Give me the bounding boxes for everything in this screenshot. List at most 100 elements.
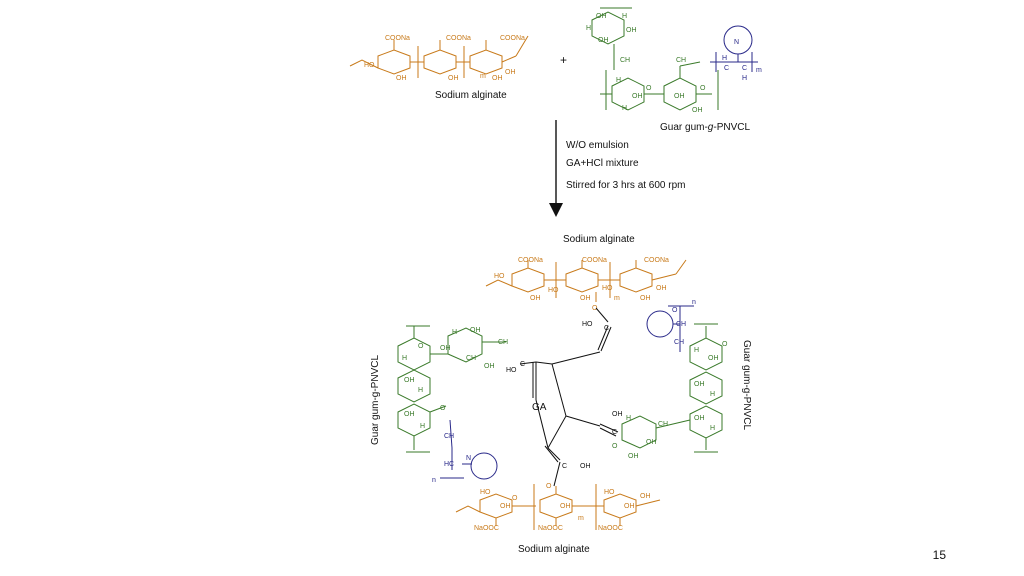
atom-label: OH — [632, 93, 643, 100]
product-alginate-top-structure — [485, 259, 687, 302]
atom-label: C — [604, 325, 609, 332]
atom-label: OH — [598, 37, 609, 44]
atom-label: OH — [580, 463, 591, 470]
atom-label: OH — [530, 295, 541, 302]
atom-label: HO — [494, 273, 505, 280]
atom-label: HO — [480, 489, 491, 496]
condition-line-3: Stirred for 3 hrs at 600 rpm — [566, 180, 686, 191]
reactant-guar-structure — [591, 7, 719, 111]
atom-label: m — [578, 515, 584, 522]
atom-label: NaOOC — [538, 525, 563, 532]
atom-label: HC — [444, 461, 454, 468]
atom-label: OH — [396, 75, 407, 82]
atom-label: C — [724, 65, 729, 72]
atom-label: OH — [694, 381, 705, 388]
atom-label: m — [756, 67, 762, 74]
atom-label: N — [734, 39, 739, 46]
atom-label: C — [612, 429, 617, 436]
atom-label: OH — [640, 493, 651, 500]
crosslinker-ga-atoms: HO C HO C OH C C OH — [506, 321, 623, 470]
atom-label: O — [646, 85, 652, 92]
condition-line-2: GA+HCl mixture — [566, 158, 639, 169]
slide-page-number: 15 — [932, 548, 946, 562]
atom-label: HO — [364, 62, 375, 69]
atom-label: OH — [440, 345, 451, 352]
atom-label: C — [520, 361, 525, 368]
atom-label: H — [742, 75, 747, 82]
product-pnvcl-left-structure — [440, 419, 498, 480]
atom-label: HO — [604, 489, 615, 496]
product-guar-left-atoms: OH H CH OH CH OH O H OH H OH H O CH HC N… — [402, 327, 508, 484]
atom-label: OH — [580, 295, 591, 302]
reactant-guar-atoms: OH H H OH OH CH CH H OH OH O O H OH N H … — [586, 13, 762, 114]
atom-label: O — [672, 307, 678, 314]
atom-label: O — [592, 305, 598, 312]
atom-label: H — [710, 425, 715, 432]
atom-label: H — [402, 355, 407, 362]
atom-label: NaOOC — [598, 525, 623, 532]
atom-label: CH — [498, 339, 508, 346]
atom-label: COONa — [582, 257, 607, 264]
atom-label: O — [546, 483, 552, 490]
atom-label: COONa — [644, 257, 669, 264]
atom-label: CH — [444, 433, 454, 440]
product-alginate-bottom-atoms: HO O OH NaOOC O OH NaOOC HO OH OH NaOOC … — [474, 483, 651, 532]
atom-label: H — [418, 387, 423, 394]
atom-label: H — [626, 415, 631, 422]
atom-label: OH — [404, 411, 415, 418]
atom-label: OH — [560, 503, 571, 510]
atom-label: OH — [624, 503, 635, 510]
product-alginate-bottom-structure — [455, 484, 661, 530]
atom-label: OH — [448, 75, 459, 82]
product-alginate-bottom-label: Sodium alginate — [518, 544, 590, 555]
atom-label: OH — [500, 503, 511, 510]
atom-label: O — [612, 443, 618, 450]
atom-label: HO — [582, 321, 593, 328]
crosslinker-ga-label: GA — [532, 402, 547, 413]
product-guar-right-atoms: O CH CH n H OH OH H OH H O CH O OH OH H — [612, 299, 728, 460]
atom-label: H — [622, 105, 627, 112]
atom-label: H — [452, 329, 457, 336]
atom-label: H — [586, 25, 591, 32]
atom-label: H — [722, 55, 727, 62]
reactant-alginate-label: Sodium alginate — [435, 90, 507, 101]
atom-label: CH — [620, 57, 630, 64]
atom-label: H — [694, 347, 699, 354]
reactant-guar-label: Guar gum-g-PNVCL — [660, 122, 750, 133]
atom-label: C — [562, 463, 567, 470]
atom-label: CH — [674, 339, 684, 346]
product-guar-right-label: Guar gum-g-PNVCL — [741, 340, 752, 430]
atom-label: OH — [505, 69, 516, 76]
atom-label: HO — [548, 287, 559, 294]
atom-label: OH — [492, 75, 503, 82]
atom-label: OH — [628, 453, 639, 460]
atom-label: OH — [612, 411, 623, 418]
atom-label: COONa — [518, 257, 543, 264]
atom-label: OH — [404, 377, 415, 384]
atom-label: m — [480, 73, 486, 80]
atom-label: CH — [676, 321, 686, 328]
atom-label: OH — [640, 295, 651, 302]
atom-label: O — [700, 85, 706, 92]
atom-label: H — [420, 423, 425, 430]
reactant-alginate-structure — [349, 35, 529, 78]
condition-line-1: W/O emulsion — [566, 140, 629, 151]
atom-label: OH — [656, 285, 667, 292]
atom-label: N — [466, 455, 471, 462]
atom-label: OH — [470, 327, 481, 334]
atom-label: m — [614, 295, 620, 302]
product-pnvcl-right-structure — [646, 305, 694, 352]
atom-label: COONa — [385, 35, 410, 42]
atom-label: OH — [708, 355, 719, 362]
atom-label: H — [710, 391, 715, 398]
atom-label: O — [440, 405, 446, 412]
atom-label: H — [616, 77, 621, 84]
atom-label: NaOOC — [474, 525, 499, 532]
atom-label: OH — [674, 93, 685, 100]
reactant-pnvcl-structure — [710, 25, 758, 72]
atom-label: COONa — [446, 35, 471, 42]
crosslinker-ga-structure — [519, 307, 619, 487]
atom-label: CH — [676, 57, 686, 64]
